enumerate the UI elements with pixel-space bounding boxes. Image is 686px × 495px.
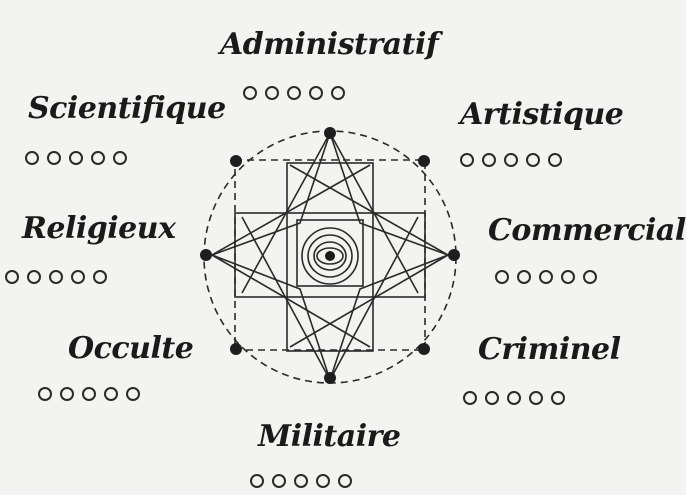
rating-dot-occulte-1[interactable] <box>38 387 52 401</box>
rating-dot-occulte-3[interactable] <box>82 387 96 401</box>
rating-dot-scientifique-5[interactable] <box>113 151 127 165</box>
sphere-label-criminel: Criminel <box>478 333 621 367</box>
rating-dot-militaire-3[interactable] <box>294 474 308 488</box>
emblem-node-bottom-right <box>418 343 430 355</box>
rating-dot-commercial-3[interactable] <box>539 270 553 284</box>
rating-dot-commercial-2[interactable] <box>517 270 531 284</box>
rating-dot-militaire-5[interactable] <box>338 474 352 488</box>
rating-dots-religieux[interactable] <box>5 270 107 284</box>
rating-dot-religieux-5[interactable] <box>93 270 107 284</box>
rating-dot-religieux-3[interactable] <box>49 270 63 284</box>
sphere-label-occulte: Occulte <box>68 332 193 366</box>
rating-dot-administratif-1[interactable] <box>243 86 257 100</box>
rating-dot-militaire-1[interactable] <box>250 474 264 488</box>
sphere-label-commercial: Commercial <box>488 214 686 248</box>
emblem-pupil <box>325 251 335 261</box>
rating-dot-militaire-2[interactable] <box>272 474 286 488</box>
rating-dot-scientifique-2[interactable] <box>47 151 61 165</box>
rating-dot-commercial-5[interactable] <box>583 270 597 284</box>
rating-dot-commercial-1[interactable] <box>495 270 509 284</box>
rating-dot-criminel-2[interactable] <box>485 391 499 405</box>
rating-dots-artistique[interactable] <box>460 153 562 167</box>
rating-dot-administratif-2[interactable] <box>265 86 279 100</box>
emblem-node-bottom <box>324 372 336 384</box>
rating-dot-criminel-5[interactable] <box>551 391 565 405</box>
emblem-node-top-left <box>230 155 242 167</box>
emblem-node-left <box>200 249 212 261</box>
sphere-label-religieux: Religieux <box>22 212 175 246</box>
rating-dot-artistique-2[interactable] <box>482 153 496 167</box>
rating-dots-militaire[interactable] <box>250 474 352 488</box>
emblem-node-top-right <box>418 155 430 167</box>
sphere-label-militaire: Militaire <box>258 420 400 454</box>
emblem-node-top <box>324 127 336 139</box>
rating-dot-criminel-3[interactable] <box>507 391 521 405</box>
rating-dots-scientifique[interactable] <box>25 151 127 165</box>
rating-dot-occulte-4[interactable] <box>104 387 118 401</box>
rating-dot-administratif-3[interactable] <box>287 86 301 100</box>
rating-dot-administratif-4[interactable] <box>309 86 323 100</box>
rating-dot-artistique-4[interactable] <box>526 153 540 167</box>
eye-emblem-icon <box>190 115 470 395</box>
rating-dots-commercial[interactable] <box>495 270 597 284</box>
rating-dot-scientifique-4[interactable] <box>91 151 105 165</box>
rating-dots-criminel[interactable] <box>463 391 565 405</box>
rating-dot-administratif-5[interactable] <box>331 86 345 100</box>
rating-dot-religieux-2[interactable] <box>27 270 41 284</box>
rating-dot-occulte-2[interactable] <box>60 387 74 401</box>
rating-dot-scientifique-3[interactable] <box>69 151 83 165</box>
rating-dot-criminel-4[interactable] <box>529 391 543 405</box>
sphere-label-administratif: Administratif <box>220 28 438 62</box>
emblem-node-right <box>448 249 460 261</box>
rating-dot-scientifique-1[interactable] <box>25 151 39 165</box>
rating-dot-militaire-4[interactable] <box>316 474 330 488</box>
rating-dot-artistique-5[interactable] <box>548 153 562 167</box>
rating-dot-religieux-1[interactable] <box>5 270 19 284</box>
rating-dots-occulte[interactable] <box>38 387 140 401</box>
emblem-node-bottom-left <box>230 343 242 355</box>
sphere-label-artistique: Artistique <box>460 98 623 132</box>
rating-dot-commercial-4[interactable] <box>561 270 575 284</box>
rating-dot-occulte-5[interactable] <box>126 387 140 401</box>
rating-dots-administratif[interactable] <box>243 86 345 100</box>
rating-dot-artistique-3[interactable] <box>504 153 518 167</box>
rating-dot-religieux-4[interactable] <box>71 270 85 284</box>
